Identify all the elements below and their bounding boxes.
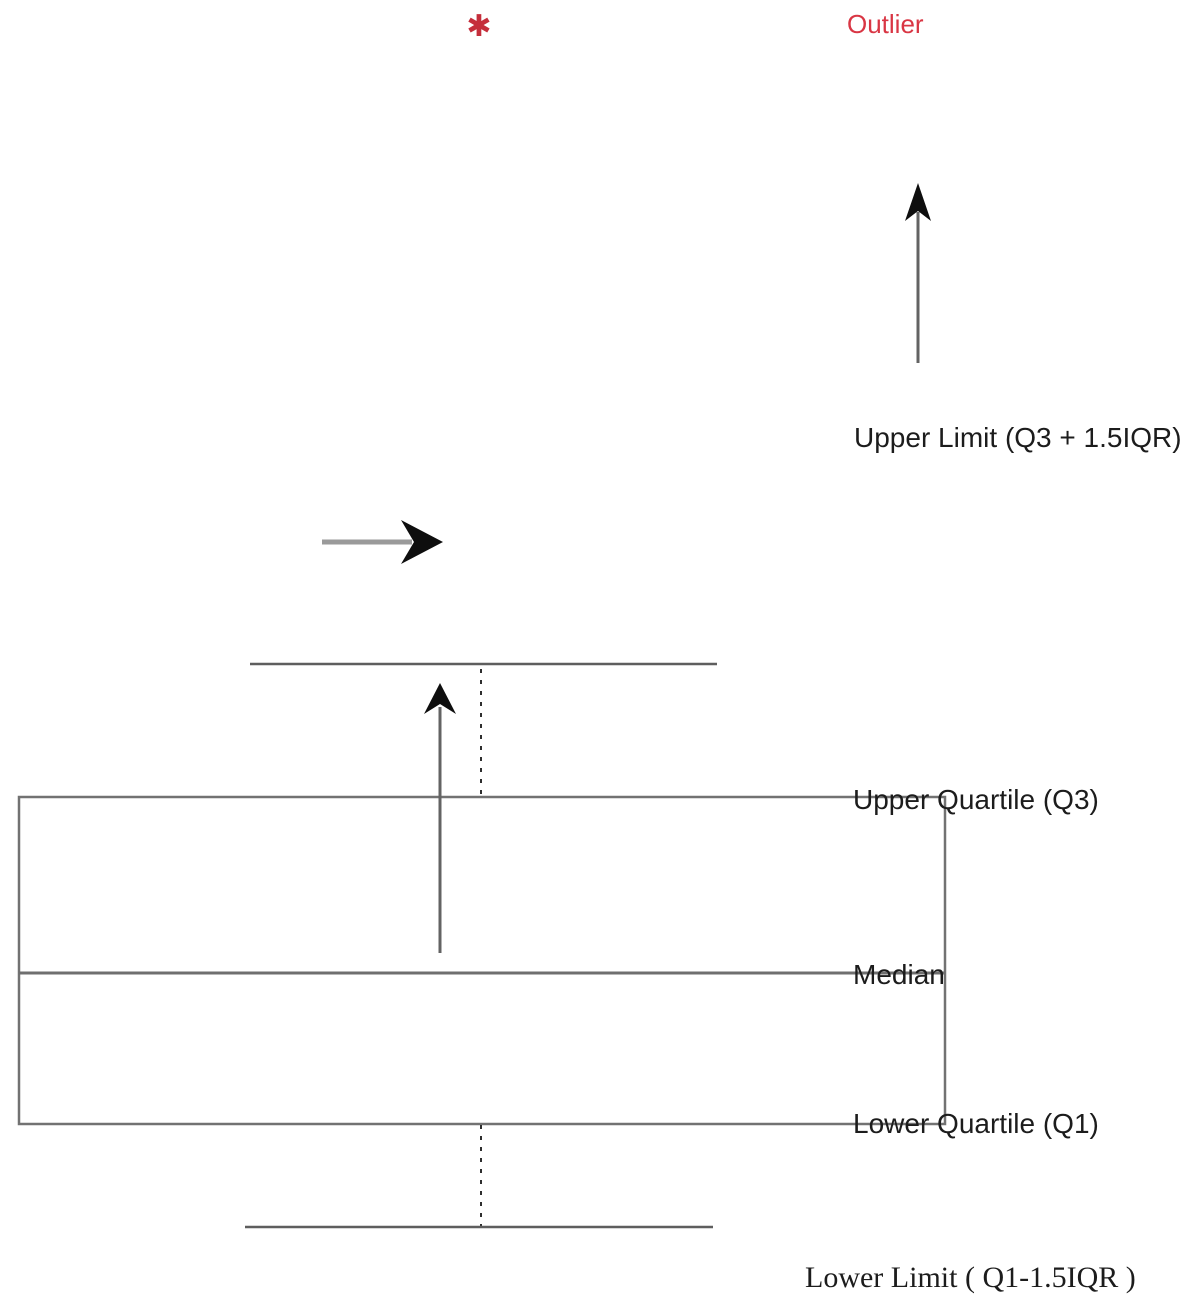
pointer-arrow: [322, 520, 443, 564]
outlier-arrow-head: [905, 183, 931, 221]
outlier-star-icon: ✱: [466, 10, 492, 43]
pointer-arrow-head: [401, 520, 443, 564]
outlier-label: Outlier: [847, 9, 924, 39]
upper-limit-label: Upper Limit (Q3 + 1.5IQR): [854, 422, 1182, 453]
box-up-arrow-head: [424, 683, 456, 714]
box-up-arrow: [424, 683, 456, 953]
upper-quartile-label: Upper Quartile (Q3): [853, 784, 1099, 815]
outlier-arrow: [905, 183, 931, 363]
median-label: Median: [853, 959, 945, 990]
lower-limit-label: Lower Limit ( Q1-1.5IQR ): [805, 1261, 1136, 1294]
box-rect: [17, 795, 947, 1126]
lower-quartile-label: Lower Quartile (Q1): [853, 1108, 1099, 1139]
